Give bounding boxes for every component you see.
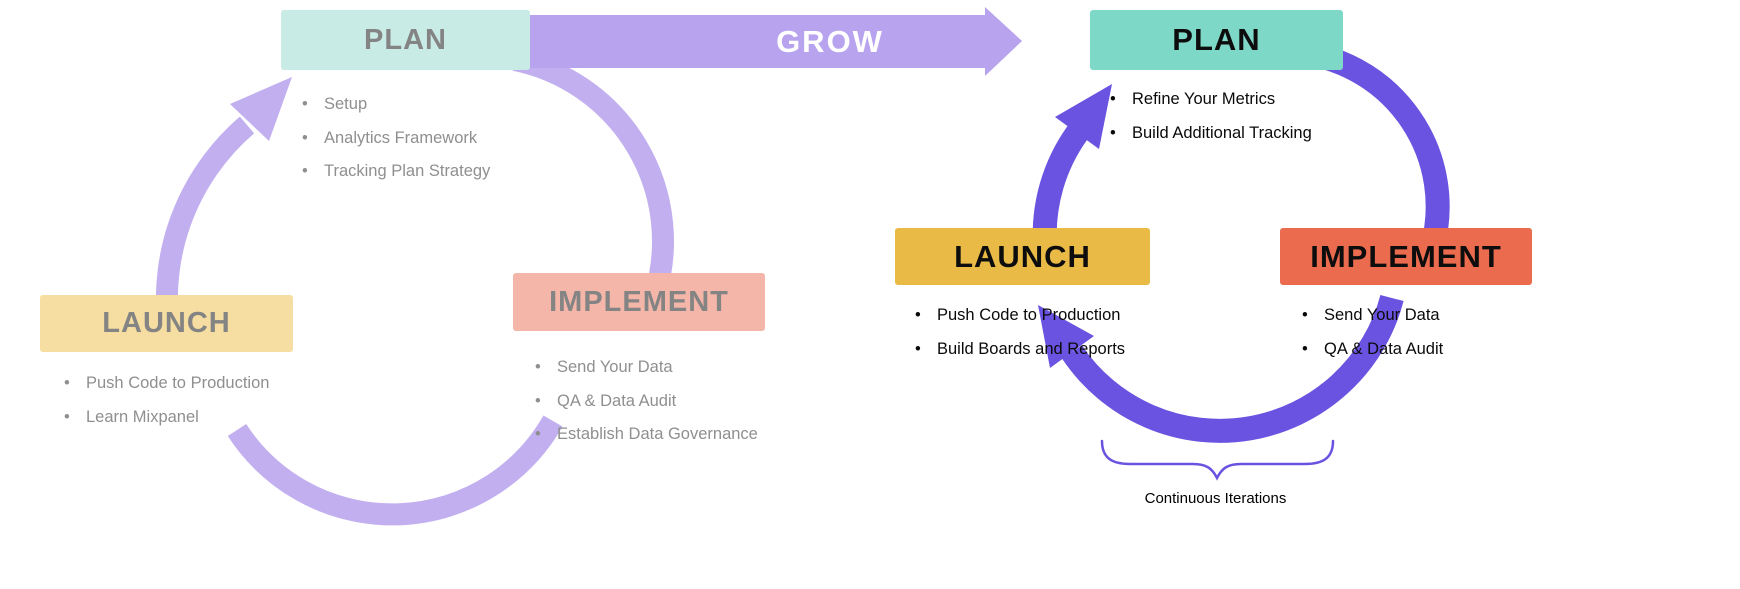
left-implement-list: Send Your Data QA & Data Audit Establish… bbox=[533, 351, 758, 452]
right-cycle-arc-plan-to-implement bbox=[1293, 40, 1450, 252]
left-plan-title: PLAN bbox=[364, 23, 447, 56]
grow-arrow bbox=[530, 7, 1022, 76]
right-launch-box: LAUNCH bbox=[895, 228, 1150, 285]
grow-label: GROW bbox=[776, 23, 884, 59]
list-item: QA & Data Audit bbox=[533, 385, 758, 419]
continuous-iterations-brace bbox=[1100, 439, 1335, 481]
list-item: Push Code to Production bbox=[913, 299, 1125, 333]
list-item: Learn Mixpanel bbox=[62, 401, 269, 435]
left-cycle-arrowhead-to-plan bbox=[230, 77, 292, 141]
right-cycle-arrowhead-to-plan bbox=[1055, 84, 1112, 149]
left-launch-title: LAUNCH bbox=[102, 307, 231, 339]
left-launch-list: Push Code to Production Learn Mixpanel bbox=[62, 367, 269, 434]
right-implement-box: IMPLEMENT bbox=[1280, 228, 1532, 285]
right-implement-list: Send Your Data QA & Data Audit bbox=[1300, 299, 1443, 366]
list-item: Build Boards and Reports bbox=[913, 333, 1125, 367]
left-cycle-arc-implement-to-launch bbox=[227, 415, 563, 526]
left-implement-box: IMPLEMENT bbox=[513, 273, 765, 331]
left-launch-box: LAUNCH bbox=[40, 295, 293, 352]
list-item: Establish Data Governance bbox=[533, 418, 758, 452]
left-plan-box: PLAN bbox=[281, 10, 530, 70]
right-plan-list: Refine Your Metrics Build Additional Tra… bbox=[1108, 83, 1312, 150]
right-launch-title: LAUNCH bbox=[954, 238, 1091, 274]
list-item: Build Additional Tracking bbox=[1108, 117, 1312, 151]
list-item: Send Your Data bbox=[1300, 299, 1443, 333]
list-item: Setup bbox=[300, 88, 490, 122]
list-item: Refine Your Metrics bbox=[1108, 83, 1312, 117]
left-cycle-arc-plan-to-implement bbox=[512, 49, 674, 299]
list-item: Push Code to Production bbox=[62, 367, 269, 401]
right-plan-box: PLAN bbox=[1090, 10, 1343, 70]
right-plan-title: PLAN bbox=[1172, 22, 1261, 57]
list-item: Send Your Data bbox=[533, 351, 758, 385]
left-plan-list: Setup Analytics Framework Tracking Plan … bbox=[300, 88, 490, 189]
right-launch-list: Push Code to Production Build Boards and… bbox=[913, 299, 1125, 366]
left-implement-title: IMPLEMENT bbox=[549, 285, 729, 318]
list-item: QA & Data Audit bbox=[1300, 333, 1443, 367]
list-item: Tracking Plan Strategy bbox=[300, 155, 490, 189]
list-item: Analytics Framework bbox=[300, 122, 490, 156]
continuous-iterations-label: Continuous Iterations bbox=[1144, 490, 1287, 507]
right-implement-title: IMPLEMENT bbox=[1310, 238, 1502, 274]
